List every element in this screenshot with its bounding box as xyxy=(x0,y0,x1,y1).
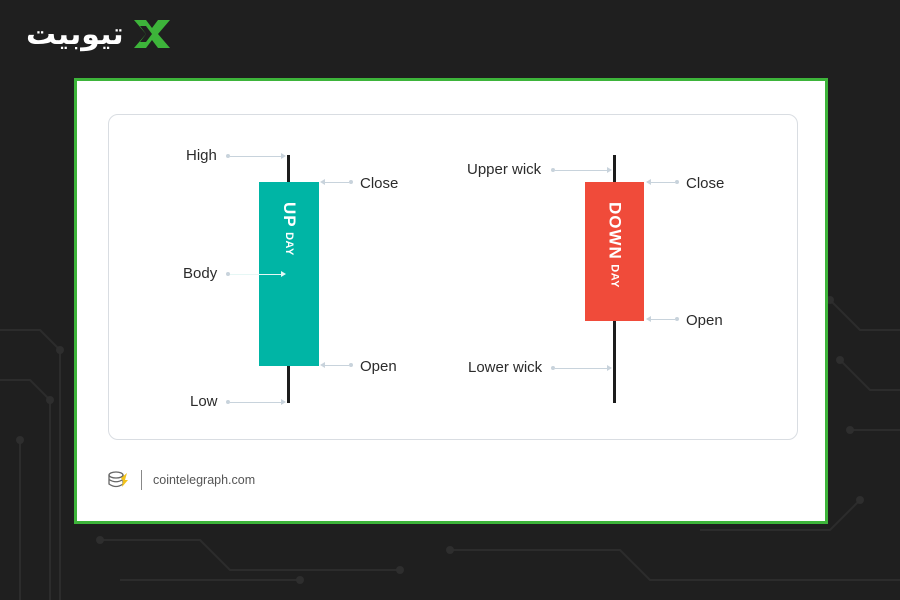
pointer-dot xyxy=(349,363,353,367)
label-close-down: Close xyxy=(686,175,725,192)
pointer-arrowhead xyxy=(320,179,325,185)
pointer-line xyxy=(230,156,282,157)
pointer-line xyxy=(651,319,675,320)
down-title-text: DOWN xyxy=(605,202,625,260)
source-text[interactable]: cointelegraph.com xyxy=(153,473,256,487)
label-body: Body xyxy=(183,265,218,282)
pointer-arrowhead xyxy=(281,271,286,277)
diagram-frame: UP DAY High Close Body Open Low xyxy=(108,114,798,440)
pointer-arrowhead xyxy=(281,399,286,405)
up-subtitle-text: DAY xyxy=(283,232,295,256)
down-subtitle-text: DAY xyxy=(608,264,621,288)
label-open-up: Open xyxy=(360,358,397,375)
label-low: Low xyxy=(190,393,218,410)
diagram-card: UP DAY High Close Body Open Low xyxy=(74,78,828,524)
down-candle-body: DOWN DAY xyxy=(585,182,644,321)
pointer-arrowhead xyxy=(320,362,325,368)
pointer-arrowhead xyxy=(646,179,651,185)
label-open-down: Open xyxy=(686,312,723,329)
pointer-arrowhead xyxy=(646,316,651,322)
pointer-line xyxy=(651,182,675,183)
label-lower-wick: Lower wick xyxy=(468,359,543,376)
pointer-line xyxy=(555,368,608,369)
cointelegraph-coin-icon xyxy=(108,471,128,488)
pointer-dot xyxy=(226,400,230,404)
pointer-line xyxy=(325,182,349,183)
up-candle-title: UP DAY xyxy=(279,202,299,256)
label-high: High xyxy=(186,147,217,164)
pointer-dot xyxy=(551,168,555,172)
pointer-dot xyxy=(349,180,353,184)
pointer-arrowhead xyxy=(607,365,612,371)
pointer-arrowhead xyxy=(281,153,286,159)
pointer-line xyxy=(230,402,282,403)
pointer-line xyxy=(325,365,349,366)
source-credit: cointelegraph.com xyxy=(107,470,255,490)
pointer-dot xyxy=(675,317,679,321)
x-cross-logo-icon xyxy=(133,20,170,48)
down-candle-title: DOWN DAY xyxy=(605,202,625,288)
source-divider xyxy=(141,470,142,490)
label-close-up: Close xyxy=(360,175,399,192)
label-upper-wick: Upper wick xyxy=(467,161,542,178)
pointer-dot xyxy=(226,154,230,158)
pointer-dot xyxy=(226,272,230,276)
pointer-dot xyxy=(551,366,555,370)
pointer-line xyxy=(555,170,608,171)
pointer-line xyxy=(230,274,282,275)
brand-logo[interactable]: تیوبیت xyxy=(26,14,174,54)
up-title-text: UP xyxy=(280,202,299,228)
brand-name: تیوبیت xyxy=(26,16,124,52)
pointer-arrowhead xyxy=(607,167,612,173)
pointer-dot xyxy=(675,180,679,184)
